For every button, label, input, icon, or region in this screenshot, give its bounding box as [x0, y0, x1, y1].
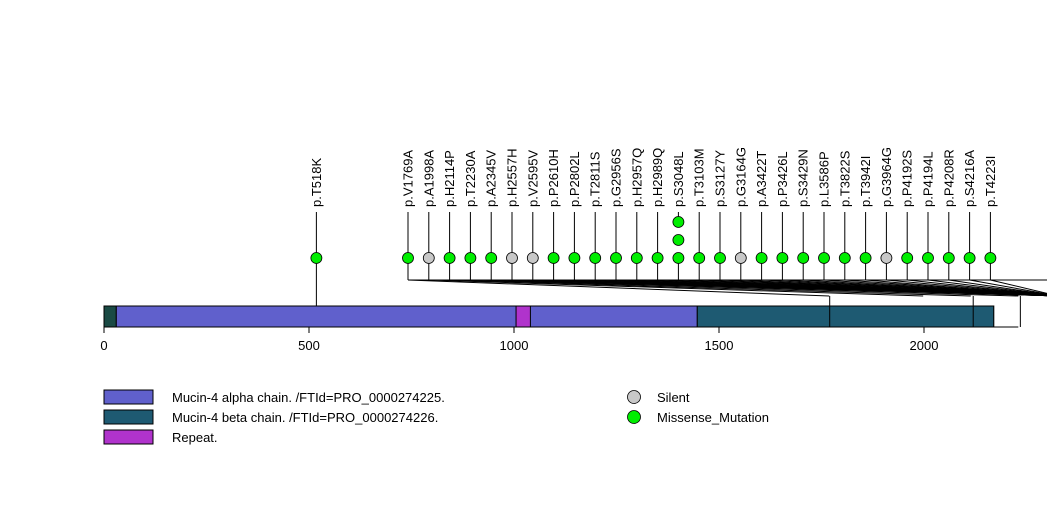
lollipop-head [942, 252, 955, 264]
connector-lines [407, 279, 1047, 297]
mutation-label: p.A2345V [484, 150, 499, 207]
lollipop-head [714, 252, 726, 264]
domain-segment [115, 305, 698, 328]
lollipop-head [672, 234, 685, 246]
mutation-label: p.T518K [309, 158, 324, 207]
mutation-label: p.A1998A [421, 150, 436, 207]
connector-line [470, 279, 1019, 297]
lollipop-head [776, 252, 789, 264]
mutation-label: p.G3964G [879, 147, 894, 207]
lollipop-head [568, 252, 581, 264]
connector-line [969, 279, 1047, 295]
legend-dot [627, 410, 641, 424]
x-tick-label: 1500 [705, 338, 734, 353]
x-tick-label: 500 [298, 338, 320, 353]
domain-segment [515, 305, 531, 328]
mutation-label: p.T3822S [837, 150, 852, 207]
mutation-label: p.H2114P [442, 150, 457, 207]
mutation-label: p.H2557H [505, 148, 520, 207]
legend-label: Silent [657, 390, 690, 405]
lollipop-head [526, 252, 539, 264]
lollipop-head [402, 252, 414, 264]
mutation-label: p.G3164G [733, 147, 748, 207]
mutation-label: p.P3426L [775, 151, 790, 207]
connector-line [428, 279, 924, 297]
domain-segment [696, 305, 995, 328]
lollipop-head [901, 252, 914, 264]
lollipop-head [630, 252, 643, 264]
lollipop-head [922, 252, 934, 264]
mutation-label: p.T4223I [983, 156, 998, 207]
lollipop-head [464, 252, 477, 264]
lollipop-head [310, 252, 323, 264]
lollipop-head [859, 252, 872, 264]
lollipop-head [672, 252, 685, 264]
lollipop-head [838, 252, 851, 264]
lollipop-heads [310, 216, 997, 264]
protein-track [103, 296, 1021, 328]
mutation-label: p.S3127Y [713, 150, 728, 207]
lollipop-head [589, 252, 602, 264]
mutation-label: p.A3422T [754, 151, 769, 207]
connector-line [927, 279, 1047, 296]
domain-legend: Mucin-4 alpha chain. /FTId=PRO_000027422… [103, 389, 445, 445]
mutation-label: p.P4194L [921, 151, 936, 207]
legend-label: Mucin-4 beta chain. /FTId=PRO_0000274226… [172, 410, 438, 425]
lollipop-head [734, 252, 747, 264]
mutation-label: p.P4192S [900, 150, 915, 207]
lollipop-head [610, 252, 622, 264]
x-tick-label: 0 [100, 338, 107, 353]
legend-label: Missense_Mutation [657, 410, 769, 425]
mutation-label: p.H2989Q [650, 148, 665, 207]
legend-swatch [103, 429, 154, 445]
lollipop-head [797, 252, 810, 264]
legend-swatch [103, 389, 154, 405]
lollipop-head [485, 252, 498, 264]
mutation-label: p.P4208R [941, 149, 956, 207]
lollipop-head [818, 252, 830, 264]
lollipop-head [651, 252, 664, 264]
mutation-label: p.L3586P [817, 151, 832, 207]
lollipop-head [672, 216, 685, 228]
mutation-label: p.T3103M [692, 148, 707, 207]
mutation-label: p.T2811S [588, 151, 603, 207]
x-axis: 0 500 1000 1500 2000 [100, 326, 1019, 353]
connector-line [948, 279, 1047, 295]
connector-line [449, 279, 971, 297]
mutation-label: p.P2802L [567, 151, 582, 207]
lollipop-head [506, 252, 518, 264]
lollipop-head [963, 252, 976, 264]
legend-swatch [103, 409, 154, 425]
mutation-label: p.H2957Q [629, 148, 644, 207]
legend-dot [627, 390, 641, 404]
legend-label: Mucin-4 alpha chain. /FTId=PRO_000027422… [172, 390, 445, 405]
mutation-label: p.G2956S [609, 148, 624, 207]
lollipop-head [547, 252, 560, 264]
legend-label: Repeat. [172, 430, 218, 445]
mutation-label: p.S3429N [796, 149, 811, 207]
mutation-label: p.V1769A [401, 150, 416, 207]
mutation-label: p.T2230A [463, 150, 478, 207]
domain-segment-extra [103, 305, 117, 328]
mutation-labels: p.T518K p.V1769A p.A1998A p.H2114P p.T2230A p… [309, 147, 998, 207]
connector-line [407, 279, 830, 297]
lollipop-head [984, 252, 997, 264]
lollipop-head [422, 252, 435, 264]
mutation-label: p.P2610H [546, 149, 561, 207]
x-tick-label: 2000 [910, 338, 939, 353]
lollipop-head [755, 252, 768, 264]
x-tick-label: 1000 [500, 338, 529, 353]
mutation-label: p.T3942I [858, 156, 873, 207]
mutation-label: p.V2595V [525, 150, 540, 207]
mutation-label: p.S4216A [962, 150, 977, 207]
mutation-label: p.S3048L [671, 151, 686, 207]
lollipop-head [880, 252, 893, 264]
lollipop-head [443, 252, 456, 264]
lollipop-head [693, 252, 706, 264]
